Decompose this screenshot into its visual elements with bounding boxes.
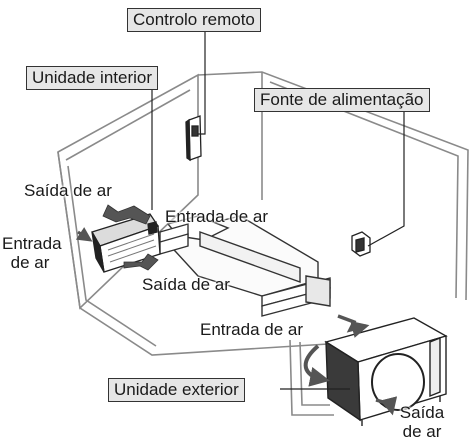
label-outdoor-air-inlet: Entrada de ar xyxy=(200,320,304,339)
outdoor-unit-illustration xyxy=(324,317,448,426)
power-supply-illustration xyxy=(351,231,371,257)
label-remote-control: Controlo remoto xyxy=(127,8,261,32)
outdoor-outlet-arrow xyxy=(375,396,398,416)
label-indoor-air-inlet-line2: de ar xyxy=(10,253,50,272)
label-indoor-air-inlet: Entrada de ar xyxy=(2,234,62,272)
label-outdoor-air-outlet-line1: Saída xyxy=(399,403,445,422)
indoor-outlet-arrow-top xyxy=(102,204,151,225)
label-indoor-unit: Unidade interior xyxy=(26,66,159,90)
label-duct-air-inlet: Entrada de ar xyxy=(165,207,269,226)
indoor-inlet-arrow xyxy=(75,227,93,242)
duct-system xyxy=(158,215,331,317)
indoor-outlet-arrow-bottom xyxy=(123,253,159,271)
leader-lines xyxy=(151,30,405,390)
label-outdoor-unit: Unidade exterior xyxy=(108,378,245,402)
label-indoor-air-inlet-line1: Entrada xyxy=(2,234,62,253)
label-duct-air-outlet: Saída de ar xyxy=(142,275,230,294)
outdoor-inlet-arrow-side xyxy=(303,344,330,387)
label-power-supply: Fonte de alimentação xyxy=(254,88,430,112)
label-outdoor-air-outlet: Saída de ar xyxy=(396,403,448,441)
outdoor-inlet-arrow-top xyxy=(337,314,370,338)
label-indoor-air-outlet: Saída de ar xyxy=(24,181,112,200)
remote-control-illustration xyxy=(185,115,202,162)
label-outdoor-air-outlet-line2: de ar xyxy=(402,422,442,441)
